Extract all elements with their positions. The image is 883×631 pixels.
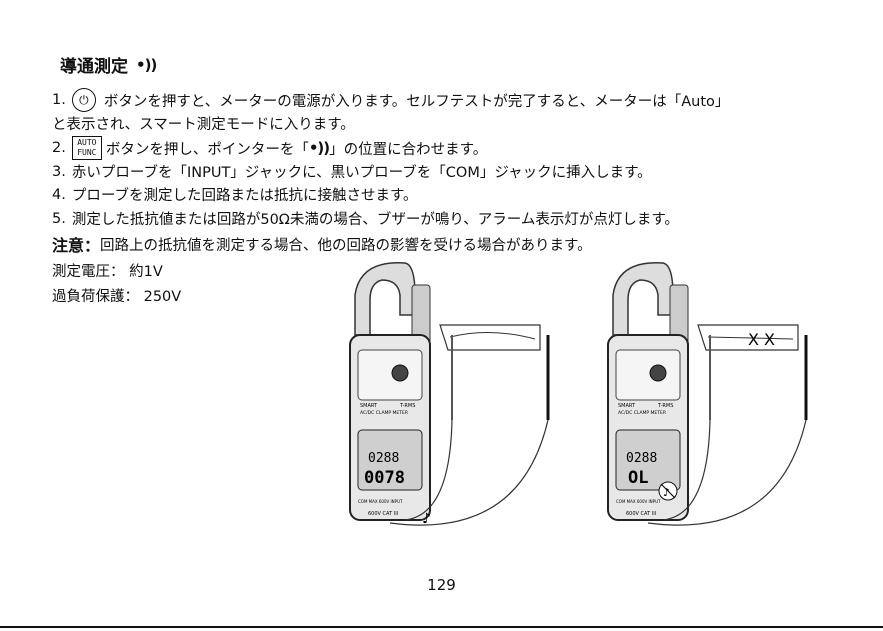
step-5: 5. 測定した抵抗値または回路が50Ω未満の場合、ブザーが鳴り、アラーム表示灯が… xyxy=(52,210,679,229)
svg-text:♪: ♪ xyxy=(663,486,670,499)
svg-text:T-RMS: T-RMS xyxy=(657,403,673,409)
control-panel xyxy=(615,349,681,401)
illustration: SMART T-RMS AC/DC CLAMP METER 0288 0078 … xyxy=(349,262,808,527)
lcd-display xyxy=(615,429,681,491)
clamp-jaw xyxy=(354,262,416,336)
continuity-icon: •)) xyxy=(308,139,330,157)
beep-note-icon: ♪ xyxy=(422,511,431,527)
step-1: 1. ⏻ ボタンを押すと、メーターの電源が入ります。セルフテストが完了すると、メ… xyxy=(52,88,729,112)
test-circuit xyxy=(697,324,799,351)
open-circuit-mark: X X xyxy=(748,330,775,349)
lcd-top-value: 0288 xyxy=(626,451,657,466)
circuit-wire xyxy=(707,336,794,340)
clamp-jaw xyxy=(612,262,674,336)
lcd-main-value: 0078 xyxy=(364,468,405,488)
circuit-wire xyxy=(449,332,536,340)
page-number: 129 xyxy=(427,576,456,594)
black-lead xyxy=(647,419,807,526)
lcd-display xyxy=(357,429,423,491)
step-3: 3. 赤いプローブを「INPUT」ジャックに、黒いプローブを「COM」ジャックに… xyxy=(52,163,652,182)
red-lead xyxy=(404,419,453,521)
lcd-main-value: OL xyxy=(628,468,648,488)
svg-text:SMART: SMART xyxy=(618,403,636,409)
bottom-rule xyxy=(0,626,883,628)
section-heading: 導通測定 •)) xyxy=(60,52,157,78)
svg-text:COM MAX 600V INPUT: COM MAX 600V INPUT xyxy=(616,499,661,504)
power-knob-icon xyxy=(649,364,667,382)
sound-wave-icon: •)) xyxy=(136,55,157,74)
control-panel xyxy=(357,349,423,401)
svg-text:600V CAT III: 600V CAT III xyxy=(368,511,398,517)
red-lead xyxy=(662,419,711,521)
test-circuit xyxy=(439,324,541,351)
power-knob-icon xyxy=(391,364,409,382)
lcd-top-value: 0288 xyxy=(368,451,399,466)
black-lead xyxy=(389,419,549,526)
svg-text:600V CAT III: 600V CAT III xyxy=(626,511,656,517)
svg-text:AC/DC CLAMP METER: AC/DC CLAMP METER xyxy=(360,410,408,416)
svg-text:COM MAX 600V INPUT: COM MAX 600V INPUT xyxy=(358,499,403,504)
spec-overload-protection: 過負荷保護： 250V xyxy=(52,289,182,305)
clamp-meter-left: SMART T-RMS AC/DC CLAMP METER 0288 0078 … xyxy=(349,262,550,527)
clamp-meter-right: SMART T-RMS AC/DC CLAMP METER 0288 OL CO… xyxy=(607,262,808,526)
caution-label: 注意： xyxy=(52,236,101,255)
caution-note: 注意： 回路上の抵抗値を測定する場合、他の回路の影響を受ける場合があります。 xyxy=(52,232,592,256)
svg-text:SMART: SMART xyxy=(360,403,378,409)
step-4: 4. プローブを測定した回路または抵抗に接触させます。 xyxy=(52,186,418,205)
step-2: 2. AUTO FUNC ボタンを押し、ポインターを「 •)) 」の位置に合わせ… xyxy=(52,136,487,160)
power-button-icon: ⏻ xyxy=(71,88,96,112)
step-1-continued: と表示され、スマート測定モードに入ります。 xyxy=(52,117,355,133)
svg-text:AC/DC CLAMP METER: AC/DC CLAMP METER xyxy=(618,410,666,416)
auto-func-button-icon: AUTO FUNC xyxy=(71,136,102,160)
heading-title: 導通測定 xyxy=(60,57,128,77)
spec-test-voltage: 測定電圧： 約1V xyxy=(52,264,163,280)
svg-text:T-RMS: T-RMS xyxy=(399,403,415,409)
